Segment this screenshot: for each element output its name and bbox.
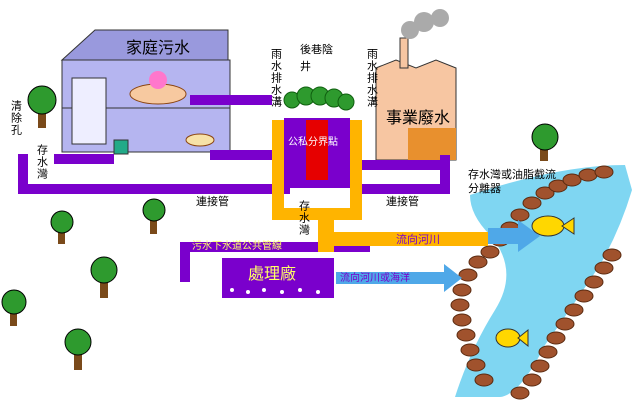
tree-icon (27, 85, 57, 128)
yellow-pipes (272, 120, 488, 252)
sewer-main-label: 污水下水道公共管線 (192, 241, 282, 252)
manhole-chamber (306, 120, 328, 180)
grease-trap-label: 存水灣或油脂截流分離器 (468, 168, 556, 196)
rain-drain-right-label: 雨水排水溝 (365, 48, 379, 108)
alley-manhole-label: 後巷陰井 (300, 43, 333, 73)
cleanout-label: 清除孔 (9, 100, 23, 136)
sump-left-label: 存水灣 (35, 144, 49, 180)
rain-drain-left-label: 雨水排水溝 (269, 48, 283, 108)
plant-bubbles (230, 288, 320, 294)
sink-icon (113, 139, 129, 155)
hedge (283, 86, 355, 111)
house-label: 家庭污水 (126, 38, 191, 57)
factory (375, 9, 457, 161)
boundary-point-label: 公私分界點 (288, 137, 338, 148)
to-river-sea-label: 流向河川或海洋 (340, 273, 410, 284)
factory-label: 事業廢水 (386, 108, 451, 127)
toilet-icon (185, 133, 215, 147)
fish-icon (495, 328, 529, 348)
tree-icon (64, 328, 92, 370)
tree-icon (50, 210, 74, 244)
arrow-to-river (488, 220, 540, 252)
tree-icon (142, 198, 166, 234)
connector-right-label: 連接管 (386, 195, 419, 208)
to-river-label: 流向河川 (396, 233, 440, 246)
smoke-icon (401, 9, 449, 39)
bathtub-icon (129, 71, 187, 105)
arrow-to-river-sea (336, 264, 462, 292)
sump-center-label: 存水灣 (297, 200, 311, 236)
fish-icon (531, 215, 575, 237)
house (60, 29, 231, 155)
tree-icon (531, 123, 559, 161)
connector-left-label: 連接管 (196, 195, 229, 208)
treatment-plant-label: 處理廠 (248, 264, 297, 283)
tree-icon (90, 256, 118, 298)
tree-icon (1, 289, 27, 326)
